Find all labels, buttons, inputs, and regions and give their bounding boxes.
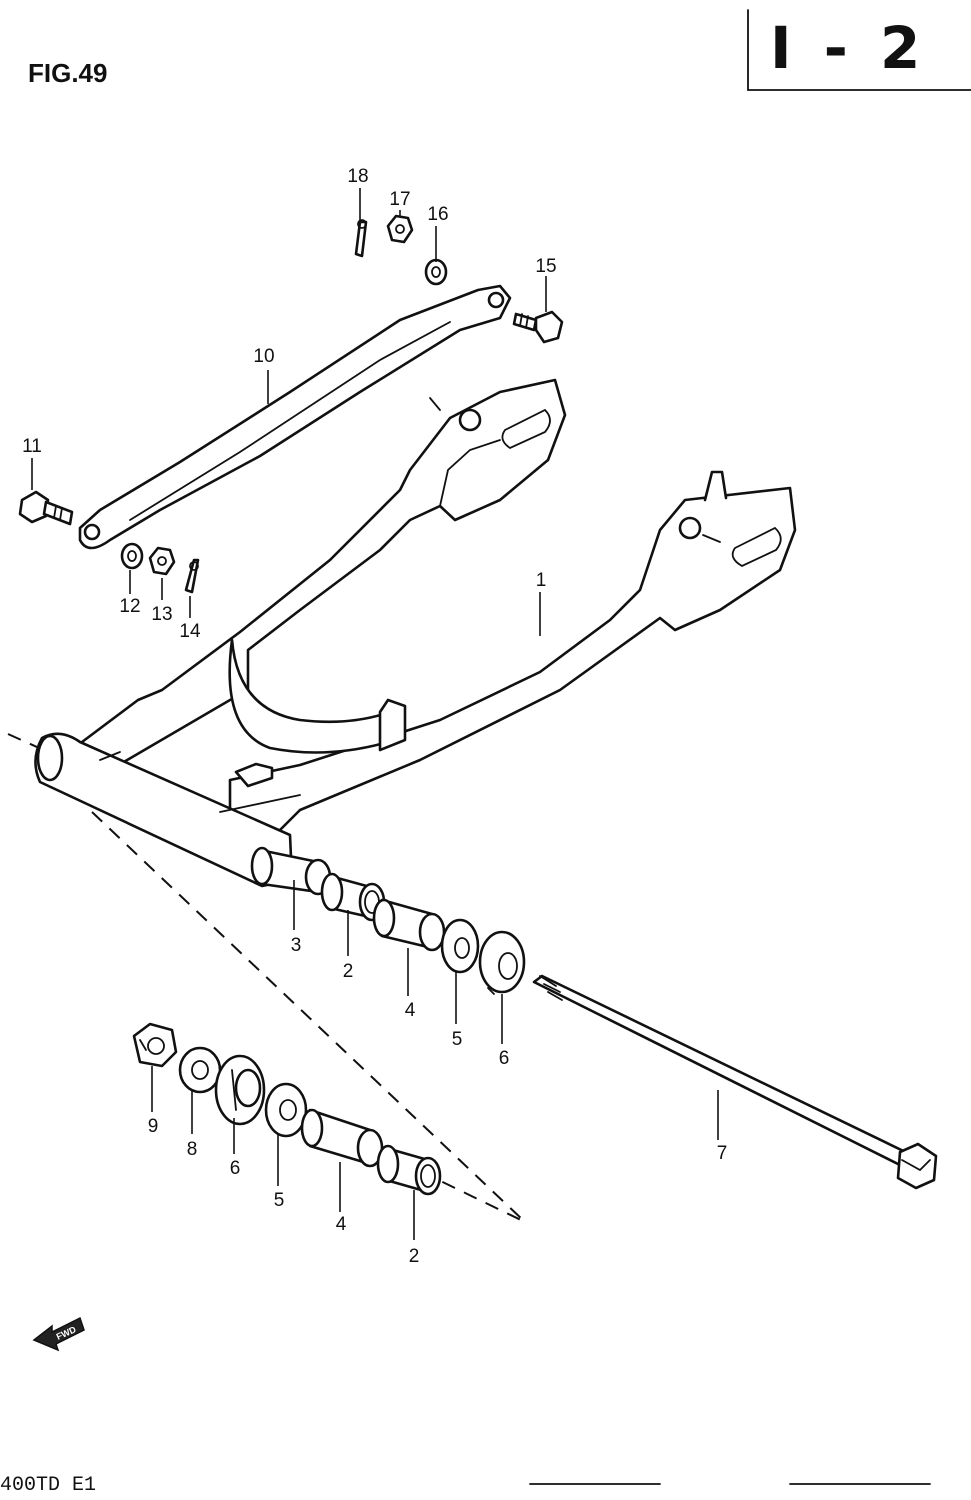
thrust-washer-left xyxy=(264,1082,308,1138)
callout-6-right: 6 xyxy=(499,1048,510,1069)
callout-10: 10 xyxy=(253,346,274,367)
callout-6-left: 6 xyxy=(230,1158,241,1179)
callout-17: 17 xyxy=(389,189,410,210)
callout-9: 9 xyxy=(148,1116,159,1137)
spacer-left xyxy=(300,1108,384,1168)
callout-12: 12 xyxy=(119,596,140,617)
torque-link-bolt-front xyxy=(18,490,74,526)
callout-15: 15 xyxy=(535,256,556,277)
model-code: 400TD E1 xyxy=(0,1474,96,1497)
callout-4-right: 4 xyxy=(405,1000,416,1021)
section-box: I - 2 xyxy=(747,9,971,91)
washer-right xyxy=(440,918,480,974)
callout-13: 13 xyxy=(151,604,172,625)
needle-bearing-left xyxy=(376,1144,442,1196)
washer-16 xyxy=(424,258,448,286)
nut-13 xyxy=(148,546,176,576)
callout-11: 11 xyxy=(22,436,42,457)
leader-lines xyxy=(31,188,719,1240)
callout-2-right: 2 xyxy=(343,961,354,982)
callouts: 1 2 2 3 4 4 5 5 6 6 7 8 9 10 11 12 13 14… xyxy=(22,166,727,1267)
swing-arm xyxy=(34,378,797,888)
callout-3: 3 xyxy=(291,935,302,956)
callout-14: 14 xyxy=(179,621,201,642)
oil-seal-right xyxy=(478,930,526,995)
cotter-pin-18 xyxy=(354,219,368,258)
callout-5-right: 5 xyxy=(452,1029,463,1050)
spacer-right xyxy=(372,898,446,952)
pivot-nut xyxy=(132,1022,178,1068)
pivot-bolt xyxy=(532,974,938,1190)
callout-18: 18 xyxy=(347,166,368,187)
torque-link-bolt-rear xyxy=(512,310,564,344)
oil-seal-left xyxy=(214,1054,266,1126)
callout-8: 8 xyxy=(187,1139,198,1160)
section-label: I - 2 xyxy=(770,14,926,82)
figure-label: FIG.49 xyxy=(28,58,107,88)
nut-17 xyxy=(386,214,414,244)
pivot-bushing xyxy=(250,846,332,896)
callout-1: 1 xyxy=(536,570,547,591)
washer-left xyxy=(178,1046,222,1094)
callout-5-left: 5 xyxy=(274,1190,285,1211)
callout-2-left: 2 xyxy=(409,1246,420,1267)
forward-direction-arrow: FWD xyxy=(32,1316,85,1352)
cotter-pin-14 xyxy=(184,558,200,594)
callout-16: 16 xyxy=(427,204,448,225)
callout-4-left: 4 xyxy=(336,1214,347,1235)
torque-link xyxy=(78,284,512,550)
washer-12 xyxy=(120,542,144,570)
callout-7: 7 xyxy=(717,1143,728,1164)
